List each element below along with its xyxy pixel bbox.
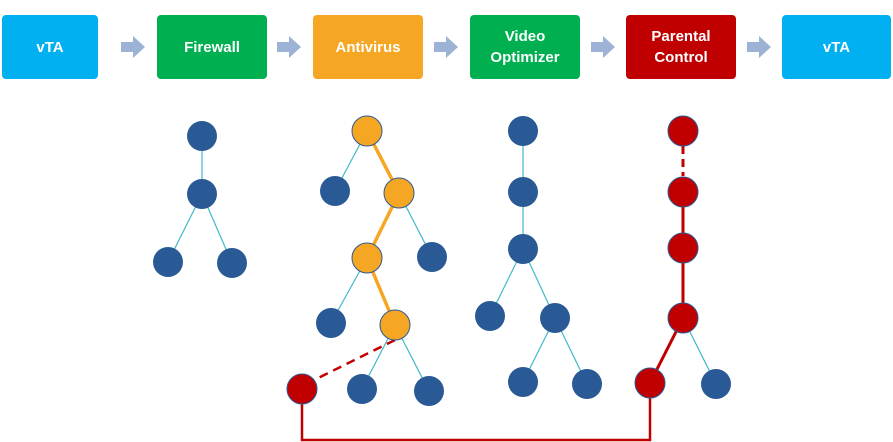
- tree-node: [417, 242, 447, 272]
- tree-node: [508, 177, 538, 207]
- tree-node-red: [667, 176, 699, 208]
- vta-box-start: vTA: [2, 15, 98, 79]
- tree-node-highlight: [383, 177, 415, 209]
- tree-node: [187, 121, 217, 151]
- vta-box-end: vTA: [782, 15, 891, 79]
- parental-control-box: Parental Control: [626, 15, 736, 79]
- tree-node-red: [667, 115, 699, 147]
- tree-node: [572, 369, 602, 399]
- tree-node: [414, 376, 444, 406]
- tree-node-red: [667, 232, 699, 264]
- arrow-icon: [591, 36, 615, 58]
- tree-node: [508, 234, 538, 264]
- tree-node: [540, 303, 570, 333]
- video-optimizer-box: Video Optimizer: [470, 15, 580, 79]
- vta-label-end: vTA: [822, 38, 851, 56]
- tree-node: [316, 308, 346, 338]
- firewall-tree: [153, 121, 247, 278]
- firewall-box: Firewall: [157, 15, 267, 79]
- tree-node-red: [286, 373, 318, 405]
- vta-label-start: vTA: [36, 38, 64, 56]
- tree-node-highlight: [351, 115, 383, 147]
- antivirus-label: Antivirus: [335, 38, 401, 56]
- tree-node: [217, 248, 247, 278]
- video-optimizer-label: Video Optimizer: [490, 28, 560, 66]
- tree-node: [475, 301, 505, 331]
- tree-node: [187, 179, 217, 209]
- arrow-icon: [121, 36, 145, 58]
- tree-node-red: [667, 302, 699, 334]
- tree-node-red: [634, 367, 666, 399]
- tree-node: [347, 374, 377, 404]
- cross-tree-red-path: [300, 398, 652, 442]
- arrow-icon: [434, 36, 458, 58]
- arrow-icon: [747, 36, 771, 58]
- parental-control-tree: [634, 115, 731, 399]
- video-optimizer-tree: [475, 116, 602, 399]
- tree-node: [701, 369, 731, 399]
- tree-node: [153, 247, 183, 277]
- tree-node-highlight: [351, 242, 383, 274]
- tree-node-highlight: [379, 309, 411, 341]
- tree-node: [508, 116, 538, 146]
- arrow-icon: [277, 36, 301, 58]
- firewall-label: Firewall: [184, 38, 240, 56]
- antivirus-tree: [286, 115, 447, 406]
- parental-control-label: Parental Control: [651, 28, 711, 66]
- tree-node: [508, 367, 538, 397]
- tree-node: [320, 176, 350, 206]
- antivirus-box: Antivirus: [313, 15, 423, 79]
